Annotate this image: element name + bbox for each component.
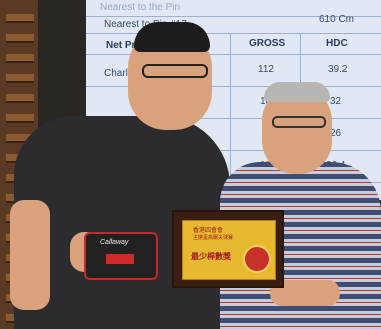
gadget-brand-label: Callaway	[100, 239, 129, 246]
seal-emblem	[243, 245, 271, 273]
screen-col-hdc: HDC	[326, 38, 348, 49]
grid-line	[86, 16, 381, 17]
shelf-slat	[6, 14, 34, 23]
screen-row-label: Charle	[104, 68, 134, 79]
plaque-gold-face: 香港四會會 主席盃高爾夫球賽 最少桿數獎	[182, 220, 276, 280]
hair	[134, 22, 210, 52]
shelf-slat	[6, 74, 34, 83]
screen-cell: 26	[330, 128, 342, 139]
grid-line	[86, 118, 381, 119]
grid-line	[86, 33, 381, 34]
grid-line	[86, 54, 381, 55]
rangefinder-device: Callaway	[84, 232, 158, 280]
screen-row-top: Nearest to the Pin	[100, 2, 181, 13]
grid-line	[86, 150, 381, 151]
plaque-award-name: 最少桿數獎	[191, 252, 231, 261]
shelf-slat	[6, 34, 34, 43]
award-plaque: 香港四會會 主席盃高爾夫球賽 最少桿數獎	[172, 210, 284, 288]
screen-col-gross: GROSS	[249, 38, 286, 49]
shelf-slat	[6, 94, 34, 103]
plaque-subtitle: 主席盃高爾夫球賽	[193, 235, 234, 241]
glasses-icon	[272, 116, 326, 128]
left-arm	[10, 200, 50, 310]
shelf-slat	[6, 54, 34, 63]
gray-hair	[264, 82, 330, 102]
screen-header-net-prize: Net Prize	[106, 40, 149, 51]
grid-line	[230, 33, 231, 200]
man-right	[210, 80, 381, 329]
screen-cell: 112	[258, 64, 274, 75]
shelf-slat	[6, 114, 34, 123]
plaque-title: 香港四會會	[193, 228, 224, 234]
screen-distance: 610 Cm	[319, 14, 355, 25]
screen-cell: 32	[330, 96, 342, 107]
glasses-icon	[142, 64, 208, 78]
screen-cell: 39.2	[328, 64, 348, 75]
gadget-red-panel	[106, 254, 134, 264]
shelf-slat	[6, 134, 34, 143]
grid-line	[86, 86, 381, 87]
